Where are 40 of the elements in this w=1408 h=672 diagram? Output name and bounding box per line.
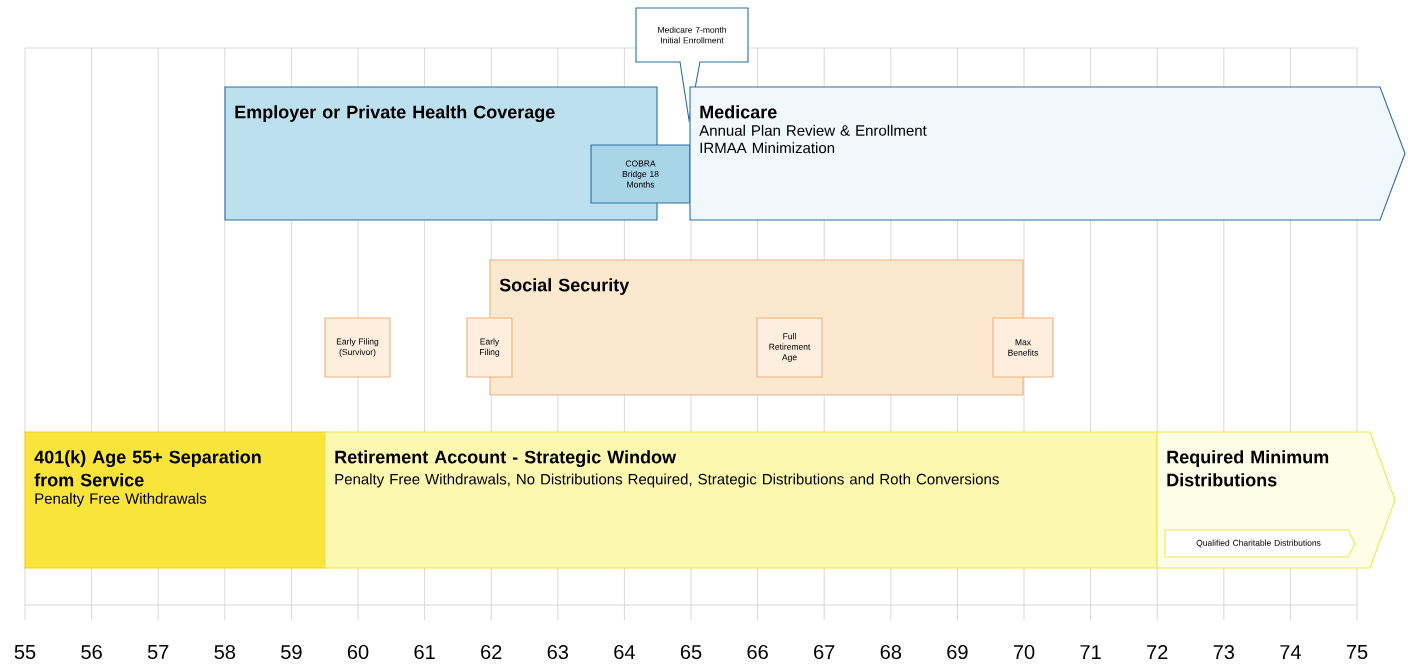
milestone-box: Early Filing (Survivor) bbox=[324, 317, 391, 378]
age-label: 69 bbox=[947, 644, 968, 660]
age-label: 72 bbox=[1147, 645, 1168, 659]
tag-box: Qualified Charitable Distributions bbox=[1164, 529, 1356, 558]
arrow-band bbox=[689, 86, 1406, 221]
age-label: 68 bbox=[880, 644, 902, 660]
age-label: 63 bbox=[547, 644, 569, 660]
milestone-box: Max Benefits bbox=[992, 317, 1054, 378]
description: Penalty Free Withdrawals bbox=[35, 492, 207, 507]
description: IRMAA Minimization bbox=[700, 142, 835, 154]
age-label: 55 bbox=[14, 645, 36, 659]
coverage-box bbox=[24, 431, 326, 569]
age-label: 71 bbox=[1080, 645, 1101, 659]
age-label: 74 bbox=[1280, 645, 1301, 659]
age-label: 62 bbox=[481, 644, 502, 660]
age-label: 61 bbox=[414, 644, 435, 660]
bridge-box: COBRA Bridge 18 Months bbox=[590, 144, 691, 204]
heading: Retirement Account - Strategic Window bbox=[335, 450, 677, 468]
heading: Employer or Private Health Coverage bbox=[235, 105, 555, 123]
age-label: 70 bbox=[1013, 644, 1035, 660]
age-label: 73 bbox=[1213, 644, 1235, 660]
coverage-box bbox=[224, 86, 658, 221]
age-label: 59 bbox=[281, 644, 302, 660]
milestone-box: Early Filing bbox=[466, 317, 513, 378]
age-label: 66 bbox=[747, 644, 768, 660]
age-label: 64 bbox=[614, 644, 635, 660]
age-label: 67 bbox=[814, 644, 835, 660]
milestone-box: Full Retirement Age bbox=[756, 317, 823, 378]
age-label: 60 bbox=[347, 644, 369, 660]
age-label: 58 bbox=[214, 644, 236, 660]
heading: Required Minimum Distributions bbox=[1167, 450, 1329, 487]
description: Annual Plan Review & Enrollment bbox=[699, 124, 927, 136]
coverage-box bbox=[324, 431, 1158, 569]
age-label: 56 bbox=[81, 644, 102, 660]
heading: Social Security bbox=[499, 278, 630, 295]
age-label: 75 bbox=[1346, 645, 1368, 659]
description: Penalty Free Withdrawals, No Distributions Required, Strategic Distributions and Roth Conversions bbox=[335, 473, 999, 488]
age-label: 65 bbox=[680, 644, 702, 660]
age-label: 57 bbox=[147, 645, 169, 659]
heading: 401(k) Age 55+ Separation from Service bbox=[34, 450, 261, 487]
